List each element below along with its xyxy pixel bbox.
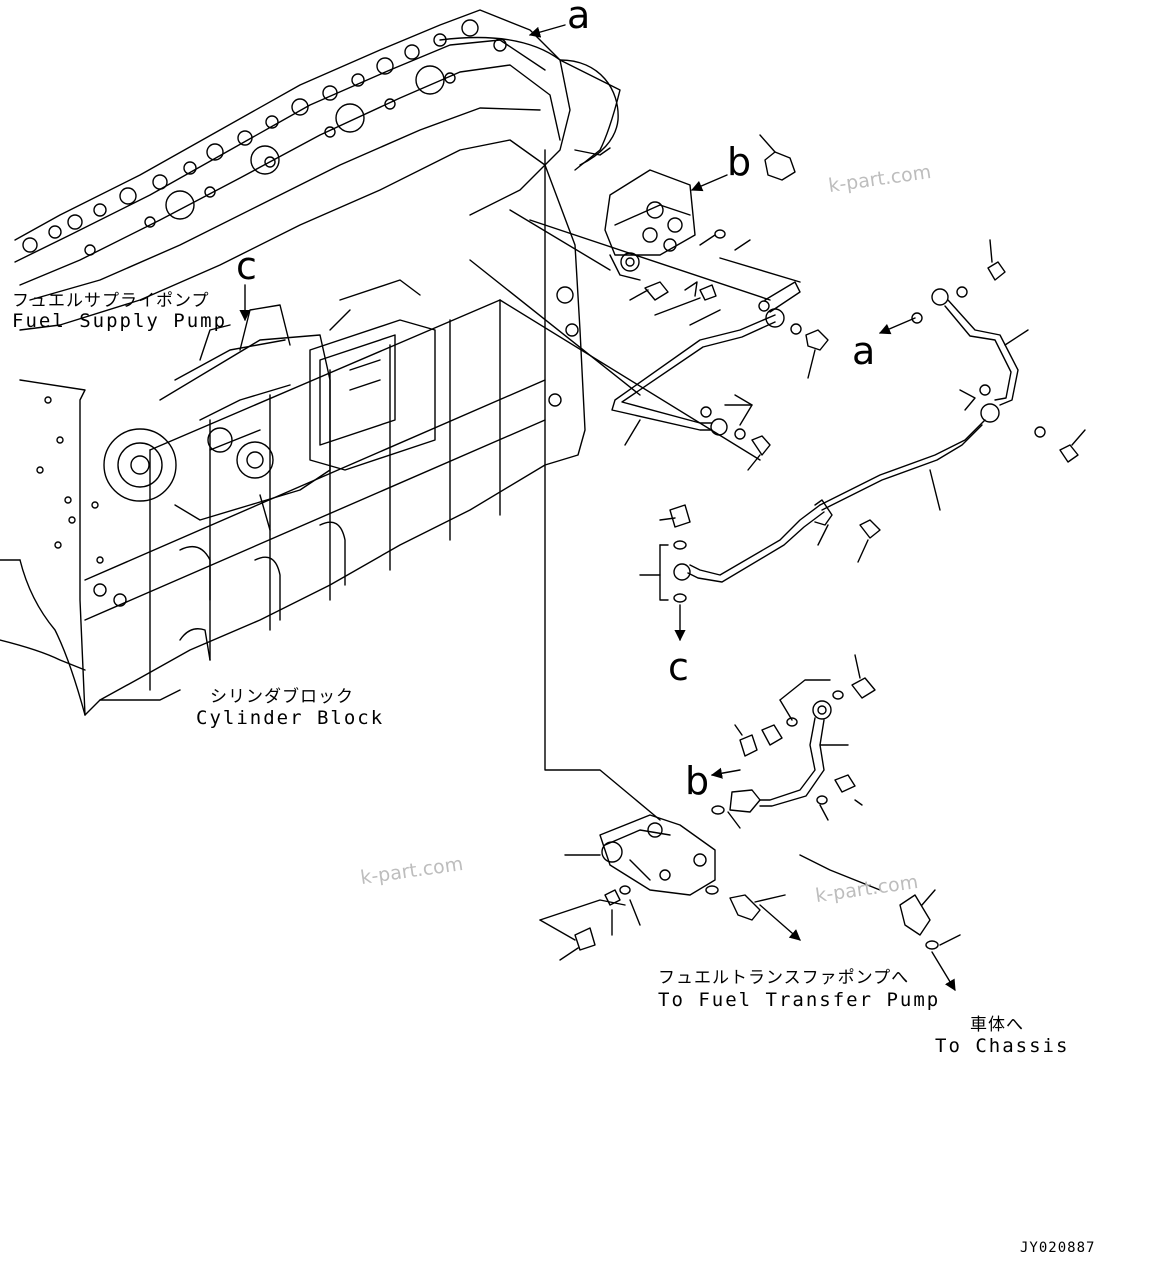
callout-a-top: a	[567, 0, 591, 37]
fuel-pipe-c	[639, 499, 881, 642]
to-chassis-label-en: To Chassis	[935, 1035, 1070, 1057]
arrow-b-top	[690, 174, 728, 192]
arrow-a-mid	[878, 317, 916, 335]
drawing-code: JY020887	[1020, 1240, 1096, 1256]
callout-a-mid: a	[852, 329, 876, 373]
cylinder-block-label-en: Cylinder Block	[196, 707, 385, 729]
callout-c-mid: c	[668, 645, 689, 689]
cylinder-head	[14, 9, 621, 301]
leader-lines	[469, 149, 881, 891]
to-fuel-transfer-pump-label-en: To Fuel Transfer Pump	[658, 989, 941, 1011]
cylinder-block-label-jp: シリンダブロック	[210, 687, 354, 707]
fuel-pipe-b	[819, 239, 1086, 511]
fuel-pipe-lower	[710, 654, 876, 829]
callout-b-bottom: b	[685, 759, 710, 803]
fuel-supply-pump-label-jp: フュエルサプライポンプ	[12, 291, 210, 311]
callout-c-left: c	[236, 244, 257, 288]
filter-head-top	[604, 169, 696, 281]
to-chassis-label-jp: 車体へ	[970, 1015, 1024, 1035]
filter-head-bottom	[539, 814, 961, 991]
to-fuel-transfer-pump-label-jp: フュエルトランスファポンプへ	[658, 968, 910, 988]
callout-b-top: b	[727, 140, 752, 184]
fuel-supply-pump-label-en: Fuel Supply Pump	[12, 310, 228, 332]
arrow-a-top	[528, 24, 566, 38]
fuel-supply-pump	[103, 279, 436, 531]
top-fittings	[629, 134, 796, 326]
fuel-pipe-a	[611, 257, 829, 471]
